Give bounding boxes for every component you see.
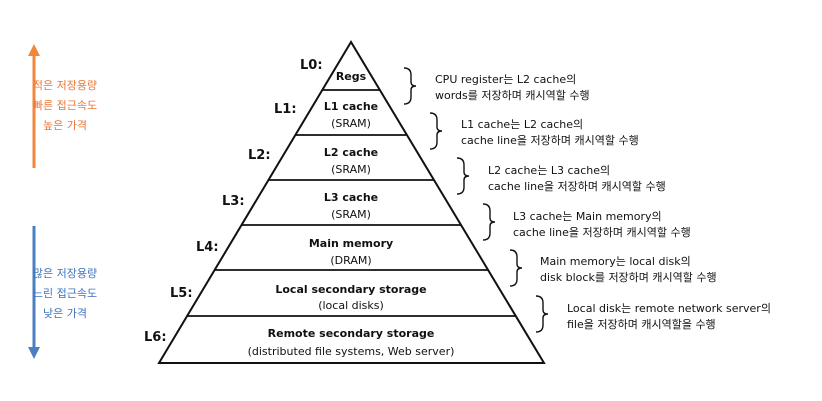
description-line: cache line을 저장하며 캐시역할 수행 xyxy=(513,226,691,239)
description-line: words를 저장하며 캐시역할 수행 xyxy=(435,89,590,102)
bottom-side-line: 많은 저장용량 xyxy=(32,267,98,280)
level-label: L5: xyxy=(170,286,193,301)
description-line: cache line을 저장하며 캐시역할 수행 xyxy=(488,180,666,193)
top-side-line: 높은 가격 xyxy=(43,119,87,132)
tier-title: L1 cache xyxy=(323,100,379,113)
level-label: L0: xyxy=(300,58,323,73)
bottom-side-line: 낮은 가격 xyxy=(43,307,87,320)
level-description: L2 cache는 L3 cache의 cache line을 저장하며 캐시역할… xyxy=(488,163,666,195)
tier-subtitle: (distributed file systems, Web server) xyxy=(247,345,455,358)
up-arrow-head xyxy=(28,44,40,56)
description-brace xyxy=(482,203,496,241)
tier-title: Regs xyxy=(335,70,367,83)
level-description: L3 cache는 Main memory의 cache line을 저장하며 캐… xyxy=(513,209,691,241)
description-brace xyxy=(429,112,443,150)
level-description: Local disk는 remote network server의 file을 … xyxy=(567,301,771,333)
tier-title: Main memory xyxy=(308,237,394,250)
tier-subtitle: (SRAM) xyxy=(331,117,371,130)
tier-title: Remote secondary storage xyxy=(267,327,435,340)
description-line: Local disk는 remote network server의 xyxy=(567,302,771,315)
description-line: L3 cache는 Main memory의 xyxy=(513,210,662,223)
description-brace xyxy=(535,295,549,333)
level-description: L1 cache는 L2 cache의 cache line을 저장하며 캐시역할… xyxy=(461,117,639,149)
top-side-text: 적은 저장용량 빠른 접근속도 높은 가격 xyxy=(20,76,110,136)
description-line: disk block를 저장하며 캐시역할 수행 xyxy=(540,271,717,284)
description-line: Main memory는 local disk의 xyxy=(540,255,691,268)
level-label: L2: xyxy=(248,148,271,163)
level-label: L3: xyxy=(222,194,245,209)
level-description: Main memory는 local disk의 disk block를 저장하며… xyxy=(540,254,717,286)
level-description: CPU register는 L2 cache의 words를 저장하며 캐시역할 … xyxy=(435,72,590,104)
description-line: CPU register는 L2 cache의 xyxy=(435,73,577,86)
tier-subtitle: (local disks) xyxy=(318,299,384,312)
pyramid-outline xyxy=(157,40,546,364)
level-label: L4: xyxy=(196,240,219,255)
description-line: cache line을 저장하며 캐시역할 수행 xyxy=(461,134,639,147)
description-line: file을 저장하며 캐시역할을 수행 xyxy=(567,318,716,331)
description-brace xyxy=(403,67,417,105)
tier-title: Local secondary storage xyxy=(275,283,427,296)
description-brace xyxy=(456,157,470,195)
top-side-line: 적은 저장용량 xyxy=(32,79,98,92)
tier-title: L3 cache xyxy=(323,191,379,204)
tier-subtitle: (DRAM) xyxy=(330,254,372,267)
bottom-side-text: 많은 저장용량 느린 접근속도 낮은 가격 xyxy=(20,264,110,324)
bottom-side-line: 느린 접근속도 xyxy=(32,287,98,300)
description-brace xyxy=(509,249,523,287)
down-arrow-head xyxy=(28,347,40,359)
tier-subtitle: (SRAM) xyxy=(331,208,371,221)
top-side-line: 빠른 접근속도 xyxy=(32,99,98,112)
tier-subtitle: (SRAM) xyxy=(331,163,371,176)
description-line: L1 cache는 L2 cache의 xyxy=(461,118,584,131)
level-label: L6: xyxy=(144,330,167,345)
level-label: L1: xyxy=(274,102,297,117)
tier-title: L2 cache xyxy=(323,146,379,159)
description-line: L2 cache는 L3 cache의 xyxy=(488,164,611,177)
